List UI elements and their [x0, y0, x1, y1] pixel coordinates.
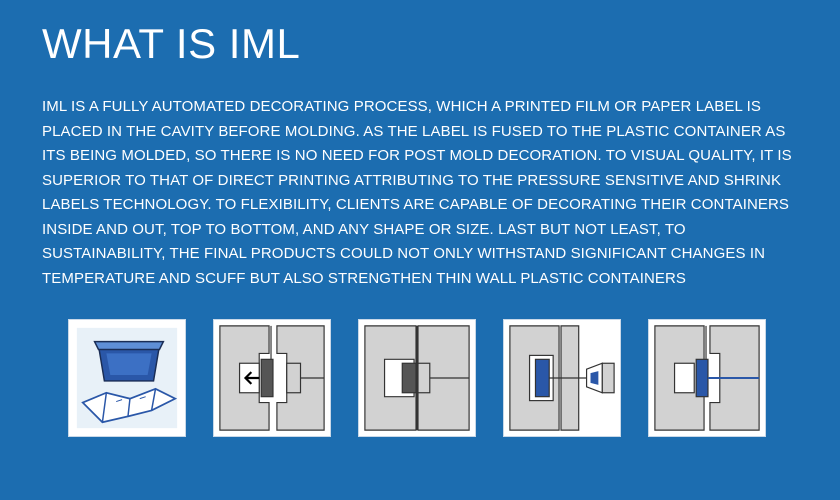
label-insertion-icon [219, 325, 325, 431]
container-and-label-icon [76, 327, 178, 429]
description-paragraph: IML is a fully automated decorating proc… [42, 98, 792, 287]
process-steps [68, 319, 768, 437]
page-title: WHAT IS IML [42, 20, 301, 67]
step-3-panel [358, 319, 476, 437]
step-4-panel [503, 319, 621, 437]
injection-icon [509, 325, 615, 431]
step-2-panel [213, 319, 331, 437]
mold-closed-icon [364, 325, 470, 431]
step-5-panel [648, 319, 766, 437]
finished-part-icon [654, 325, 760, 431]
step-1-panel [68, 319, 186, 437]
